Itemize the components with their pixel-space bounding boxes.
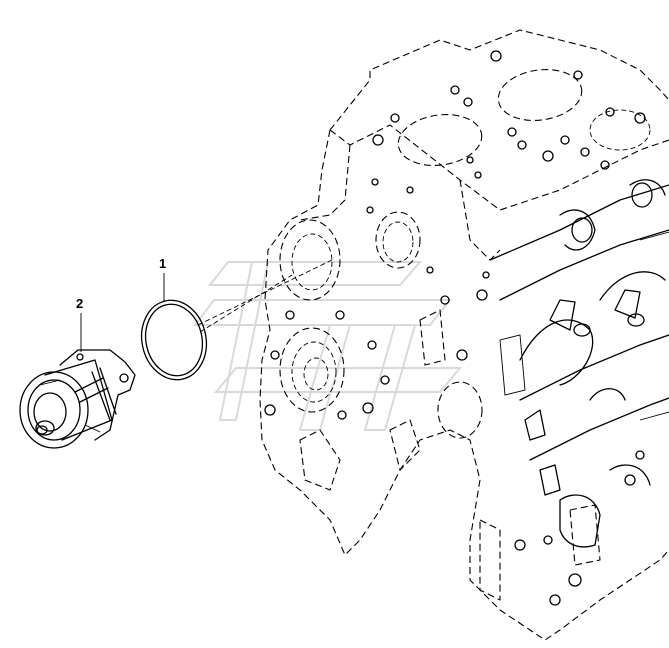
- callout-1: 1: [159, 256, 166, 302]
- engine-block: [259, 29, 669, 641]
- gasket-ring: [140, 299, 208, 381]
- water-pump: [19, 349, 136, 449]
- watermark-logo: [192, 261, 463, 431]
- assembly-lines: [197, 259, 333, 333]
- callout-label-2: 2: [76, 296, 83, 311]
- callout-label-1: 1: [159, 256, 166, 271]
- callout-2: 2: [76, 296, 83, 352]
